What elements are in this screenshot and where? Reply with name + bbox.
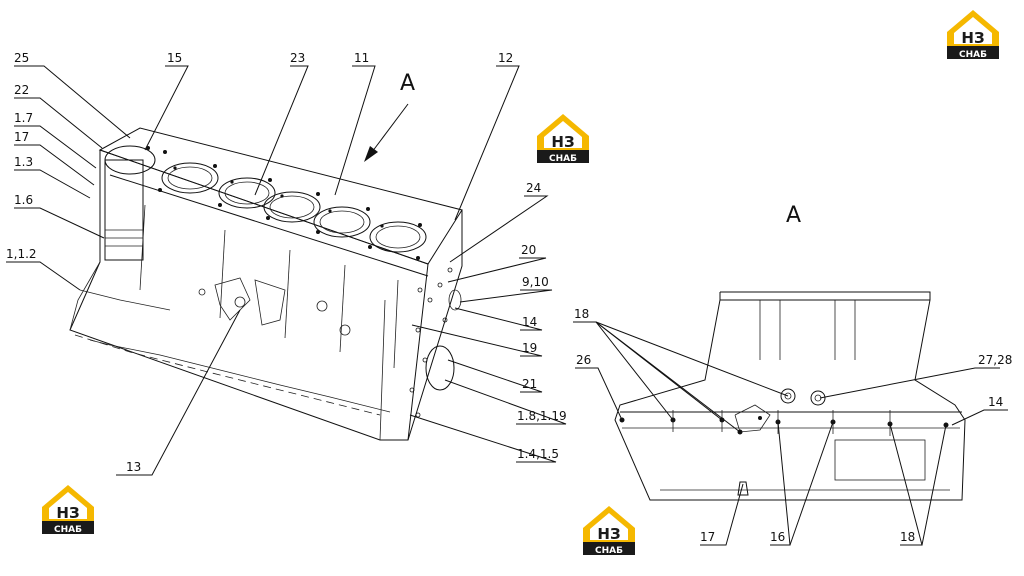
callout-12: 12 [498,51,513,65]
callout-24: 24 [526,181,541,195]
callout-17: 17 [14,130,29,144]
callout-13: 13 [126,460,141,474]
logo-letters: НЗ [551,133,574,151]
callout-19: 19 [522,341,537,355]
watermark-logo: НЗ СНАБ [947,10,999,60]
watermark-logo: НЗ СНАБ [537,114,589,164]
engine-block-drawing [69,127,463,441]
callout-26: 26 [576,353,591,367]
callout-18-top: 18 [574,307,589,321]
callout-9-10: 9,10 [522,275,549,289]
callout-1-4-1-5: 1.4,1.5 [517,447,559,461]
callout-1-1-2: 1,1.2 [6,247,37,261]
callout-15: 15 [167,51,182,65]
view-arrowhead [364,146,378,162]
callout-1-7: 1.7 [14,111,33,125]
callout-21: 21 [522,377,537,391]
view-a-drawing [614,291,966,501]
callout-1-6: 1.6 [14,193,33,207]
view-a-title: A [786,203,801,228]
callout-16: 16 [770,530,785,544]
watermark-logo: НЗ СНАБ [583,506,635,556]
callout-17-right: 17 [700,530,715,544]
callout-1-3: 1.3 [14,155,33,169]
view-direction-arrow [371,103,409,153]
callout-22: 22 [14,83,29,97]
logo-letters: НЗ [56,504,79,522]
logo-letters: НЗ [961,29,984,47]
logo-word: СНАБ [54,525,82,535]
callout-20: 20 [521,243,536,257]
logo-letters: НЗ [597,525,620,543]
callout-14-right: 14 [988,395,1003,409]
logo-word: СНАБ [549,154,577,164]
callout-25: 25 [14,51,29,65]
watermark-logo: НЗ СНАБ [42,485,94,535]
callout-11: 11 [354,51,369,65]
logo-word: СНАБ [959,50,987,60]
callout-18-bottom: 18 [900,530,915,544]
callout-23: 23 [290,51,305,65]
view-direction-letter: A [400,71,415,96]
callout-14: 14 [522,315,537,329]
callout-27-28: 27,28 [978,353,1012,367]
right-leader-lines [573,321,1008,546]
left-leader-lines [6,65,567,476]
callout-1-8-1-19: 1.8,1.19 [517,409,567,423]
logo-word: СНАБ [595,546,623,556]
